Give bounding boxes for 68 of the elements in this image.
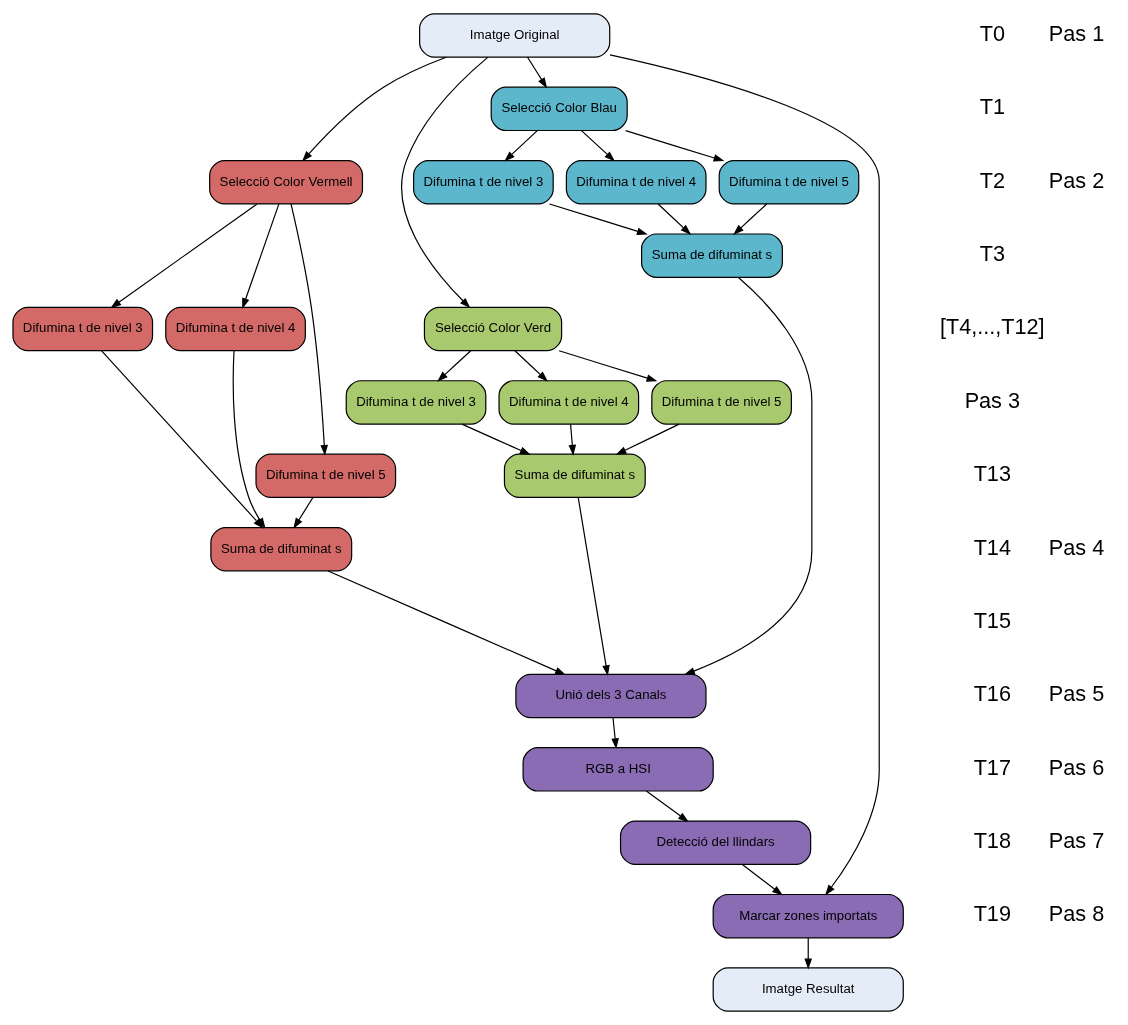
label: T3 [979,240,1005,266]
arrow [577,496,610,676]
node-box: Imatge Original [419,13,611,58]
node-box: Suma de difuminat s [503,453,646,499]
label: Pas 6 [1048,754,1105,780]
arrow [526,56,548,89]
arrow [293,496,314,529]
node-box: Suma de difuminat s [210,526,353,572]
node-box: Difumina t de nivel 5 [718,160,860,205]
arrow [242,203,280,309]
label: Pas 7 [1048,828,1105,854]
arrow [290,203,329,456]
label: T13 [973,461,1011,487]
label: Pas 4 [1048,534,1105,560]
arrow [580,130,616,162]
arrow [684,277,813,675]
label: T15 [973,607,1011,633]
label: Pas 2 [1048,167,1105,193]
label: Pas 1 [1048,20,1105,46]
arrow [733,203,768,235]
arrow [625,130,725,162]
arrow [645,790,689,823]
node-box: Marcar zones importats [712,893,904,939]
label: T1 [979,94,1005,120]
label: T18 [973,828,1011,854]
label: T17 [973,754,1011,780]
label: T0 [979,20,1005,46]
node-box: Detecció del llindars [619,820,812,865]
arrow [568,423,577,456]
arrow [611,717,619,750]
label: [T4,...,T12] [939,314,1045,340]
label: T14 [973,534,1011,560]
label: Pas 3 [964,387,1020,413]
arrow [741,863,783,896]
node-box: Difumina t de nivel 4 [165,306,306,352]
label: Pas 8 [1048,901,1105,927]
node-box: Difumina t de nivel 5 [651,380,792,425]
arrow [461,423,531,455]
arrow [804,937,813,970]
label: T16 [973,681,1011,707]
arrow [302,56,447,162]
node-box: Difumina t de nivel 3 [413,160,554,205]
label: T19 [973,901,1011,927]
arrow [558,350,658,382]
arrow [548,203,648,235]
arrow [437,350,472,382]
node-box: RGB a HSI [522,747,714,792]
arrow [401,56,489,309]
label: T2 [979,167,1005,193]
arrow [110,203,258,309]
node-box: Unió dels 3 Canals [515,673,707,719]
node-box: Selecció Color Vermell [209,160,364,205]
arrow [615,423,680,455]
node-box: Selecció Color Blau [490,86,628,132]
arrow [514,350,548,382]
node-box: Difumina t de nivel 3 [12,306,154,352]
node-box: Suma de difuminat s [641,233,783,278]
node-box: Imatge Resultat [712,967,904,1012]
node-box: Difumina t de nivel 3 [345,380,487,425]
node-box: Difumina t de nivel 5 [255,453,397,499]
arrow [504,130,538,162]
node-box: Difumina t de nivel 4 [498,380,640,425]
node-box: Selecció Color Verd [423,306,563,352]
arrow [657,203,692,235]
node-box: Difumina t de nivel 4 [565,160,707,205]
arrow [609,54,880,896]
label: Pas 5 [1048,681,1105,707]
arrow [327,570,566,676]
